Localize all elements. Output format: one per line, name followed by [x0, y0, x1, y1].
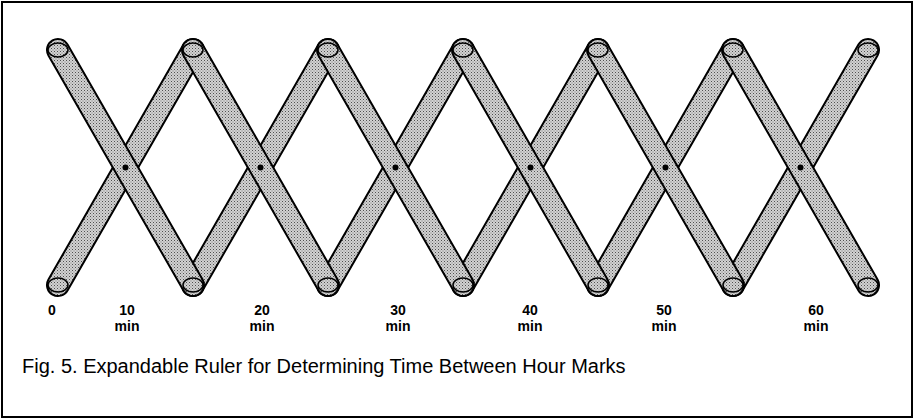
rising-bars — [58, 50, 868, 285]
falling-bars — [58, 50, 868, 285]
time-mark-label: 30 min — [381, 302, 415, 334]
bar-end-caps — [48, 43, 878, 292]
time-mark-label: 40 min — [513, 302, 547, 334]
time-mark-label: 10 min — [110, 302, 144, 334]
time-mark-label: 20 min — [245, 302, 279, 334]
time-mark-label: 50 min — [647, 302, 681, 334]
time-mark-label: 60 min — [799, 302, 833, 334]
time-mark-label: 0 — [35, 302, 69, 318]
figure-caption: Fig. 5. Expandable Ruler for Determining… — [22, 354, 626, 378]
pivot-pins — [123, 165, 804, 171]
